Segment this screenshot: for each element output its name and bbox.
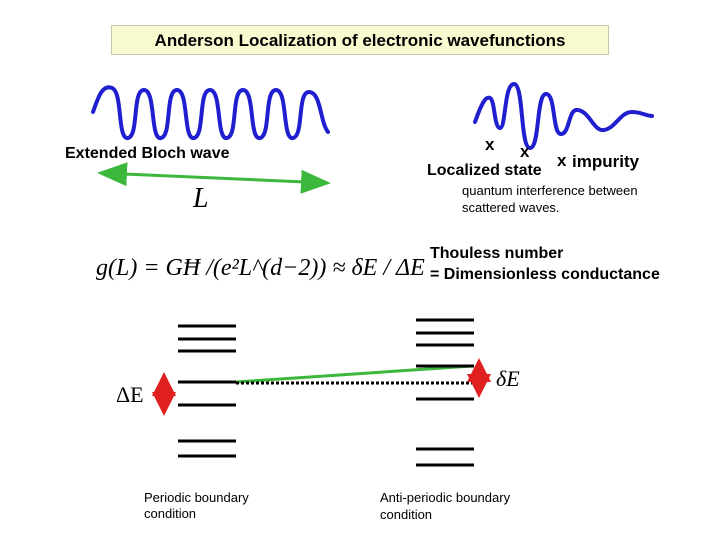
periodic-label-line2: condition [144, 506, 196, 521]
impurity-mark-1: x [485, 135, 495, 154]
periodic-label-line1: Periodic boundary [144, 490, 249, 505]
delta-E-small-label: δE [496, 366, 520, 391]
level-connector-line [236, 366, 472, 382]
impurity-mark-2: x [520, 142, 530, 161]
thouless-line1: Thouless number [430, 245, 563, 262]
localized-state-label: Localized state [427, 162, 542, 179]
bloch-wave [93, 87, 328, 138]
interference-note-line2: scattered waves. [462, 200, 560, 215]
thouless-formula: g(L) = GĦ /(e²L^(d−2)) ≈ δE / ΔE [96, 255, 425, 281]
interference-note-line1: quantum interference between [462, 183, 638, 198]
impurity-label: impurity [572, 152, 640, 171]
periodic-levels [178, 326, 236, 456]
length-arrow [100, 173, 328, 183]
antiperiodic-label-line2: condition [380, 507, 432, 522]
antiperiodic-levels [416, 320, 474, 465]
length-symbol: L [192, 183, 209, 214]
localized-wave [475, 84, 652, 148]
delta-E-big-label: ΔE [116, 382, 144, 407]
impurity-mark-3: x [557, 151, 567, 170]
antiperiodic-label-line1: Anti-periodic boundary [380, 490, 511, 505]
formula-text: g(L) = GĦ /(e²L^(d−2)) ≈ δE / ΔE [96, 255, 425, 281]
thouless-line2: = Dimensionless conductance [430, 266, 660, 283]
bloch-wave-label: Extended Bloch wave [65, 145, 230, 162]
